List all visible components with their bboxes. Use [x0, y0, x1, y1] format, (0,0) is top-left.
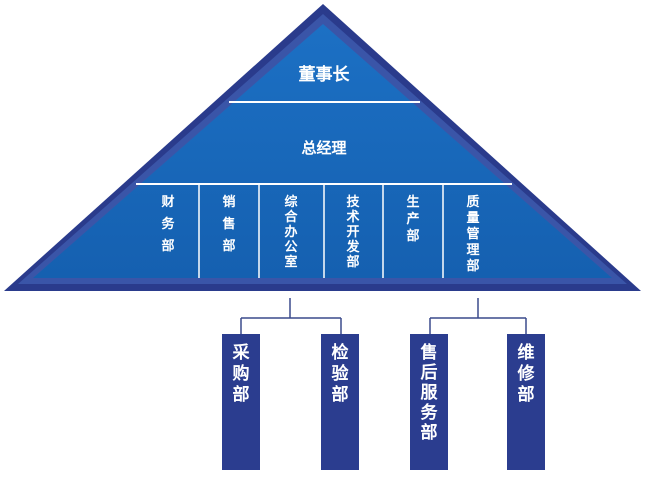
general-manager-label: 总经理	[301, 139, 346, 157]
box-purchasing	[222, 334, 260, 470]
sub-department-labels: 采购部 检验部 售后服务部 维修部	[232, 342, 536, 443]
pyramid-face	[33, 24, 612, 278]
dept-label-production: 生产部	[406, 194, 419, 244]
box-after-sales	[410, 334, 448, 470]
dept-label-tech-dev: 技术开发部	[345, 194, 360, 270]
chairman-label: 董事长	[299, 64, 351, 85]
dept-label-finance: 财务部	[161, 194, 175, 254]
sub-dept-label-purchasing: 采购部	[232, 343, 250, 405]
department-labels: 财务部 销售部 综合办公室 技术开发部 生产部 质量管理部	[161, 194, 479, 274]
dept-label-general-office: 综合办公室	[284, 194, 298, 270]
connector-general-office	[240, 298, 342, 334]
sub-dept-label-inspection: 检验部	[332, 342, 350, 405]
connector-quality	[429, 298, 527, 334]
sub-dept-label-after-sales: 售后服务部	[421, 342, 439, 443]
dept-label-quality: 质量管理部	[466, 194, 479, 274]
dept-label-sales: 销售部	[222, 194, 235, 254]
sub-dept-label-maintenance: 维修部	[517, 342, 536, 405]
box-inspection	[321, 334, 359, 470]
box-maintenance	[507, 334, 545, 470]
